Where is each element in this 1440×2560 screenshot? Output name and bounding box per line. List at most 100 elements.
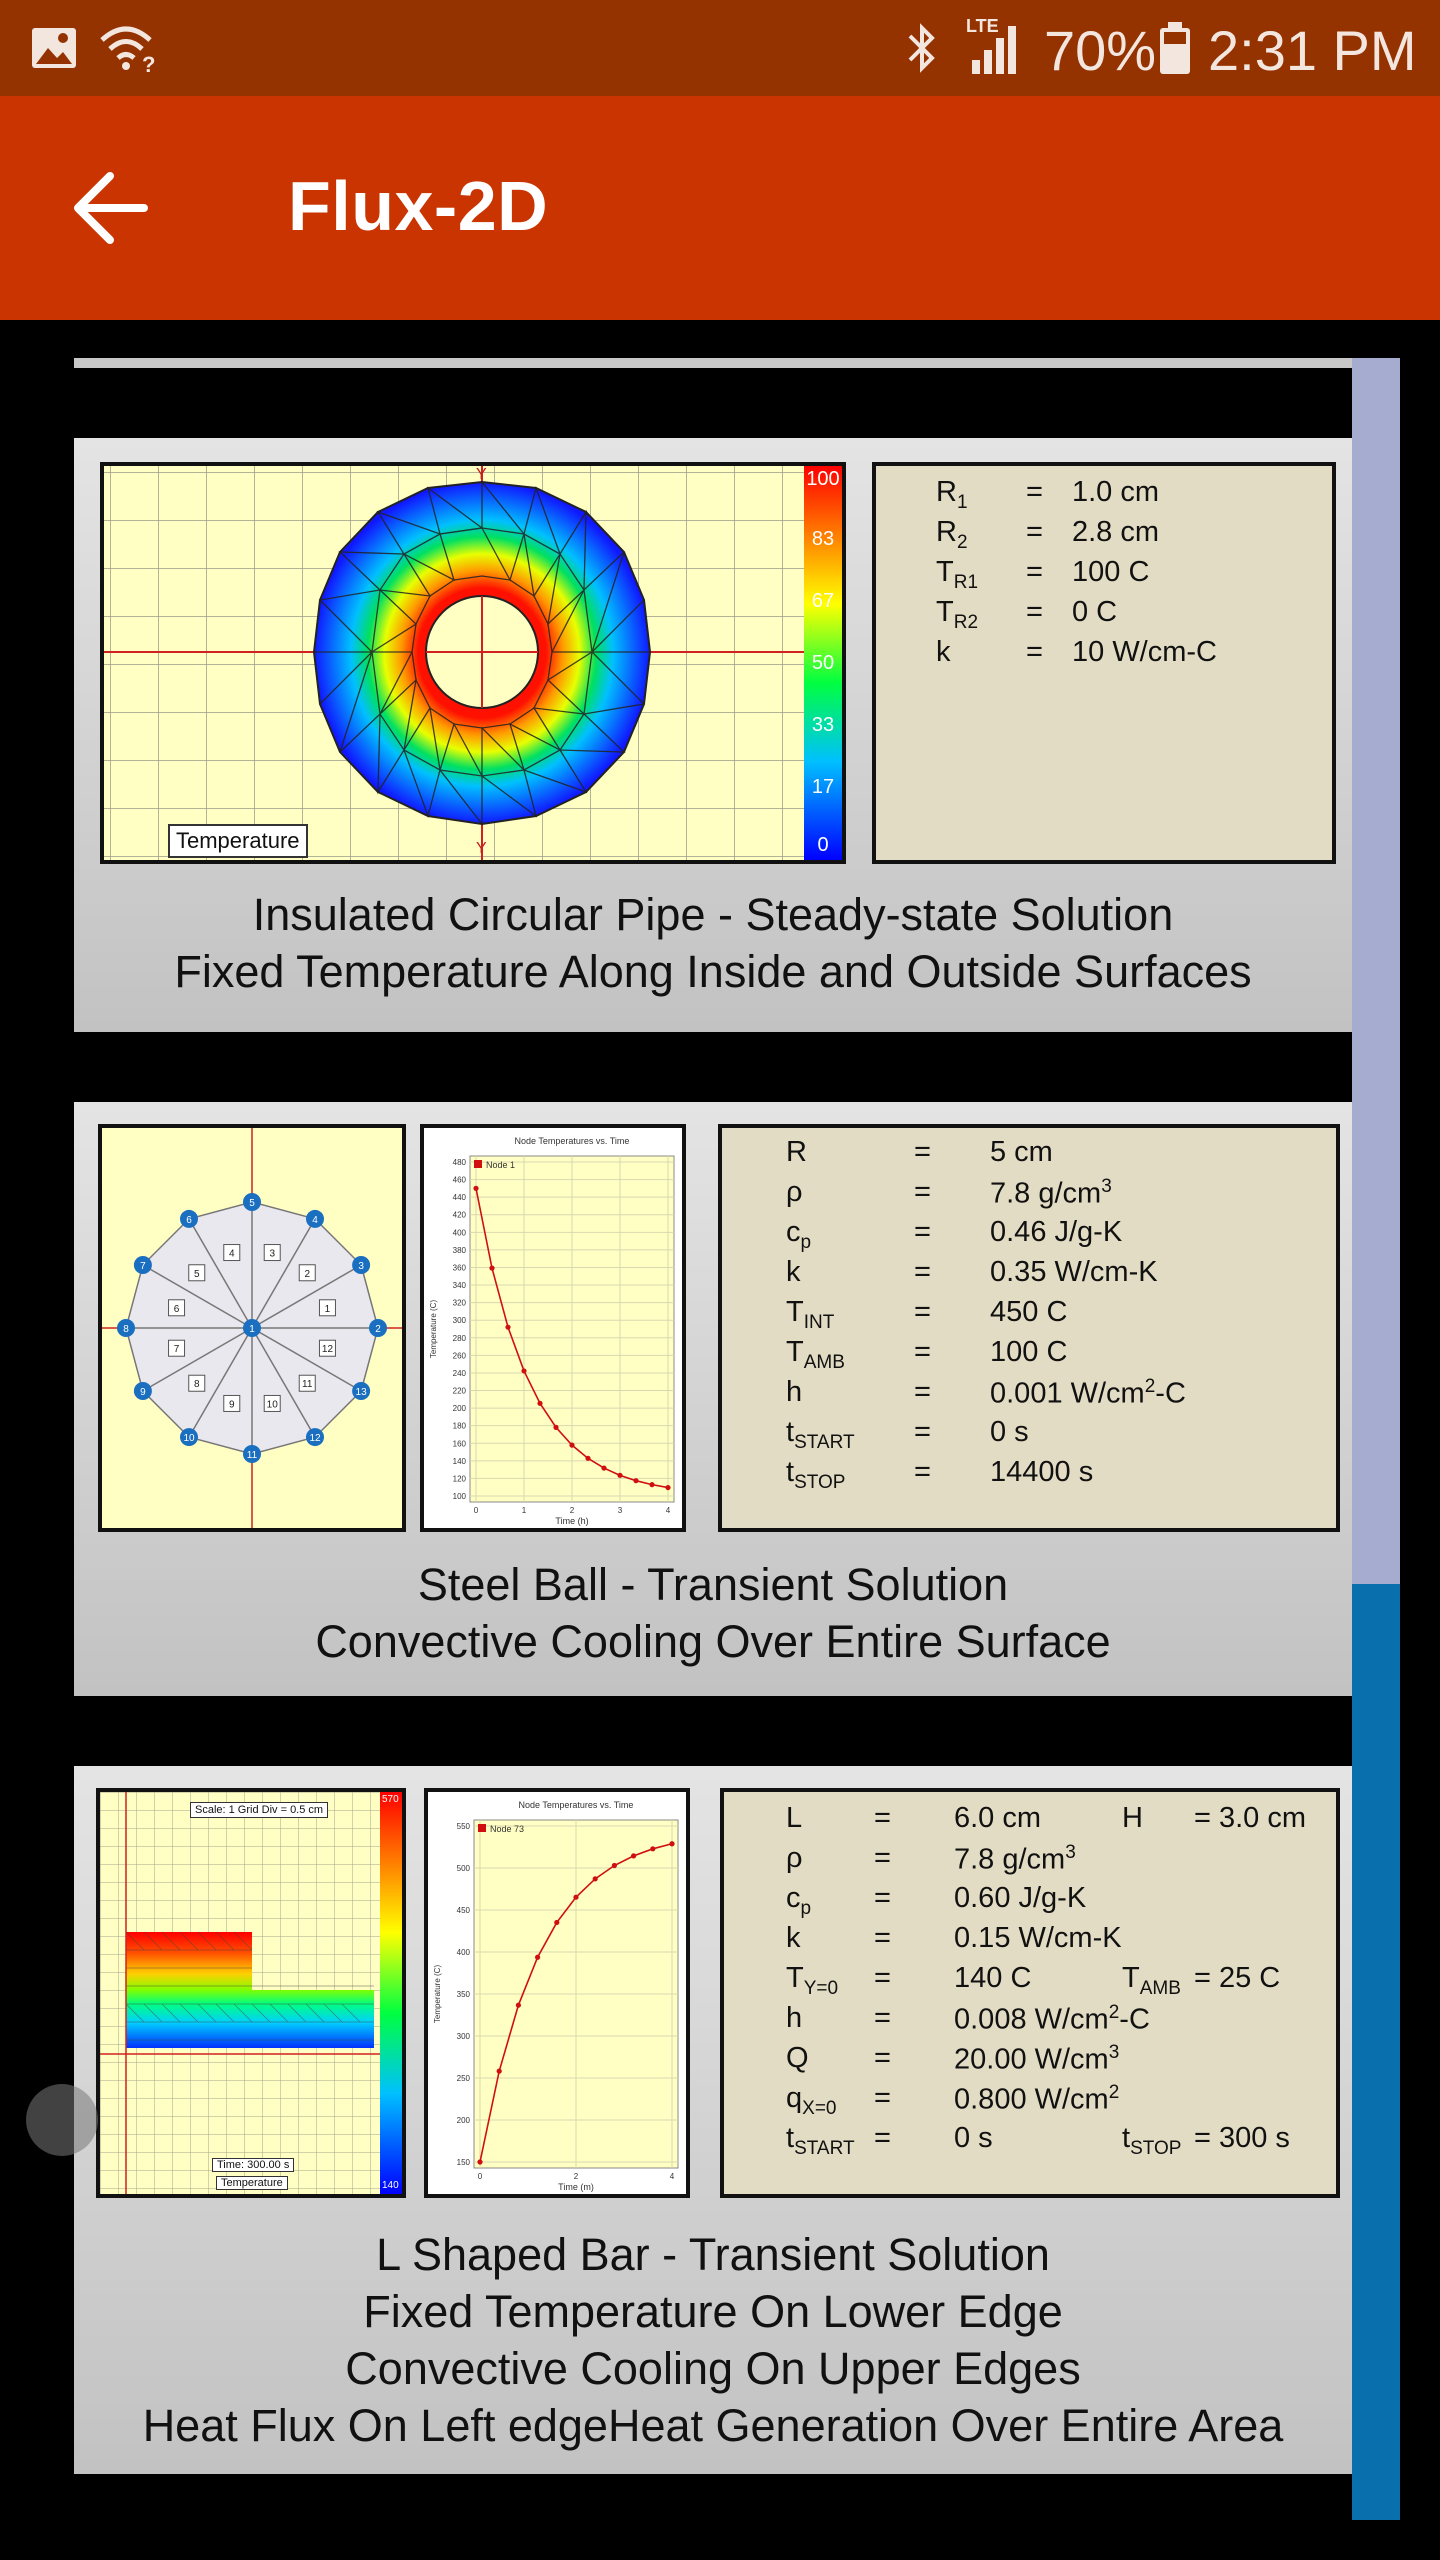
legend-swatch <box>474 1160 482 1168</box>
param-row: Q=20.00 W/cm3 <box>724 2042 1336 2082</box>
param-row: R2=2.8 cm <box>876 516 1332 556</box>
y-tick-label: 240 <box>453 1369 467 1378</box>
mesh-node <box>352 1382 371 1400</box>
image-notification-icon <box>30 26 78 70</box>
series-point <box>611 1862 617 1869</box>
param-equals: = <box>914 1416 931 1448</box>
y-tick-label: 150 <box>457 2158 471 2167</box>
param-value: 100 C <box>1072 556 1150 588</box>
param-equals: = <box>874 1882 891 1914</box>
param-row: cp=0.46 J/g-K <box>722 1216 1336 1256</box>
back-arrow-icon[interactable] <box>70 168 150 248</box>
param-value: 0.46 J/g-K <box>990 1216 1123 1248</box>
x-tick-label: 2 <box>574 2172 579 2181</box>
param-value: 1.0 cm <box>1072 476 1160 508</box>
y-tick-label: 340 <box>453 1281 467 1290</box>
param-equals: = <box>874 1842 891 1874</box>
mesh-node-label: 13 <box>356 1387 368 1398</box>
mesh-element-box <box>263 1394 281 1412</box>
color-legend-ticks: 100 83 67 50 33 17 0 <box>804 466 842 860</box>
y-tick-label: 200 <box>453 1404 467 1413</box>
param-value: 140 C <box>954 1962 1032 1994</box>
x-axis-label: Time (m) <box>558 2182 594 2192</box>
y-tick-label: 380 <box>453 1246 467 1255</box>
param-value: 0 C <box>1072 596 1118 628</box>
param-equals: = <box>874 2122 891 2154</box>
param-equals: = <box>874 1802 891 1834</box>
param-value: 0.60 J/g-K <box>954 1882 1087 1914</box>
param-equals: = <box>1026 556 1043 588</box>
mesh-element-box <box>298 1264 316 1282</box>
axis-y-label-bottom: Y <box>476 840 487 857</box>
caption-line: Fixed Temperature On Lower Edge <box>363 2286 1063 2337</box>
example-card-circular-pipe[interactable]: Y Y Temperature 100 83 67 50 33 17 0 R1=… <box>74 438 1352 1032</box>
param-value: 14400 s <box>990 1456 1094 1488</box>
param-value-secondary: = 300 s <box>1194 2122 1290 2154</box>
param-equals: = <box>914 1336 931 1368</box>
param-row: tSTART = 0 s <box>722 1416 1336 1456</box>
mesh-node <box>243 1445 261 1463</box>
legend-label: Node 1 <box>486 1160 515 1170</box>
mesh-element-box <box>168 1299 186 1317</box>
mesh-element-label: 10 <box>267 1399 279 1410</box>
param-symbol: TR2 <box>936 596 979 633</box>
param-value: 0.001 W/cm2-C <box>990 1376 1186 1410</box>
y-tick-label: 450 <box>457 1906 471 1915</box>
mesh-element-label: 9 <box>229 1399 235 1410</box>
param-symbol: TY=0 <box>786 1962 839 1999</box>
param-symbol: k <box>786 1922 801 1954</box>
mesh-node <box>133 1256 152 1274</box>
param-value: 5 cm <box>990 1136 1053 1168</box>
param-value: 0.15 W/cm-K <box>954 1922 1122 1954</box>
mesh-edge <box>251 1327 316 1438</box>
param-equals: = <box>914 1136 931 1168</box>
status-bar: ? LTE 70% 2:31 PM <box>0 0 1440 96</box>
mesh-node-label: 4 <box>312 1215 318 1226</box>
y-tick-label: 250 <box>457 2074 471 2083</box>
param-value: 6.0 cm <box>954 1802 1042 1834</box>
caption-line: L Shaped Bar - Transient Solution <box>376 2229 1050 2280</box>
param-value: 0 s <box>990 1416 1029 1448</box>
mesh-node <box>180 1209 198 1228</box>
plot-label: Temperature <box>168 824 308 858</box>
param-row: cp=0.60 J/g-K <box>724 1882 1336 1922</box>
y-tick-label: 280 <box>453 1334 467 1343</box>
param-row: tSTOP=14400 s <box>722 1456 1336 1496</box>
param-value: 2.8 cm <box>1072 516 1160 548</box>
y-tick-label: 260 <box>453 1351 467 1360</box>
mesh-node <box>243 1319 261 1337</box>
l-bar-svg <box>100 1792 402 2194</box>
param-symbol: R <box>786 1136 807 1168</box>
param-symbol: TINT <box>786 1296 835 1333</box>
series-point <box>496 2068 502 2074</box>
mesh-edge <box>142 1264 253 1329</box>
mesh-node-label: 11 <box>247 1450 258 1461</box>
mesh-element-box <box>263 1244 281 1262</box>
x-tick-label: 2 <box>570 1506 575 1515</box>
param-equals: = <box>914 1176 931 1208</box>
mesh-node-label: 5 <box>249 1198 255 1209</box>
battery-icon <box>1158 22 1192 76</box>
graph-title: Node Temperatures vs. Time <box>519 1800 634 1810</box>
y-tick-label: 350 <box>457 1990 471 1999</box>
x-axis-label: Time (h) <box>555 1516 588 1526</box>
x-tick-label: 4 <box>670 2172 675 2181</box>
example-card-l-shaped-bar[interactable]: Scale: 1 Grid Div = 0.5 cm Time: 300.00 … <box>74 1766 1352 2474</box>
y-tick-label: 500 <box>457 1864 471 1873</box>
scrollbar-thumb[interactable] <box>1352 358 1400 1584</box>
mesh-node <box>306 1209 324 1228</box>
y-tick-label: 320 <box>453 1299 467 1308</box>
caption-line: Heat Flux On Left edgeHeat Generation Ov… <box>142 2400 1284 2451</box>
plot-label: Temperature <box>216 2176 288 2190</box>
param-symbol: tSTART <box>786 1416 855 1453</box>
series-point <box>554 1919 560 1926</box>
mesh-element-box <box>223 1394 241 1412</box>
touch-indicator <box>26 2084 98 2156</box>
param-equals: = <box>914 1256 931 1288</box>
y-tick-label: 420 <box>453 1211 467 1220</box>
